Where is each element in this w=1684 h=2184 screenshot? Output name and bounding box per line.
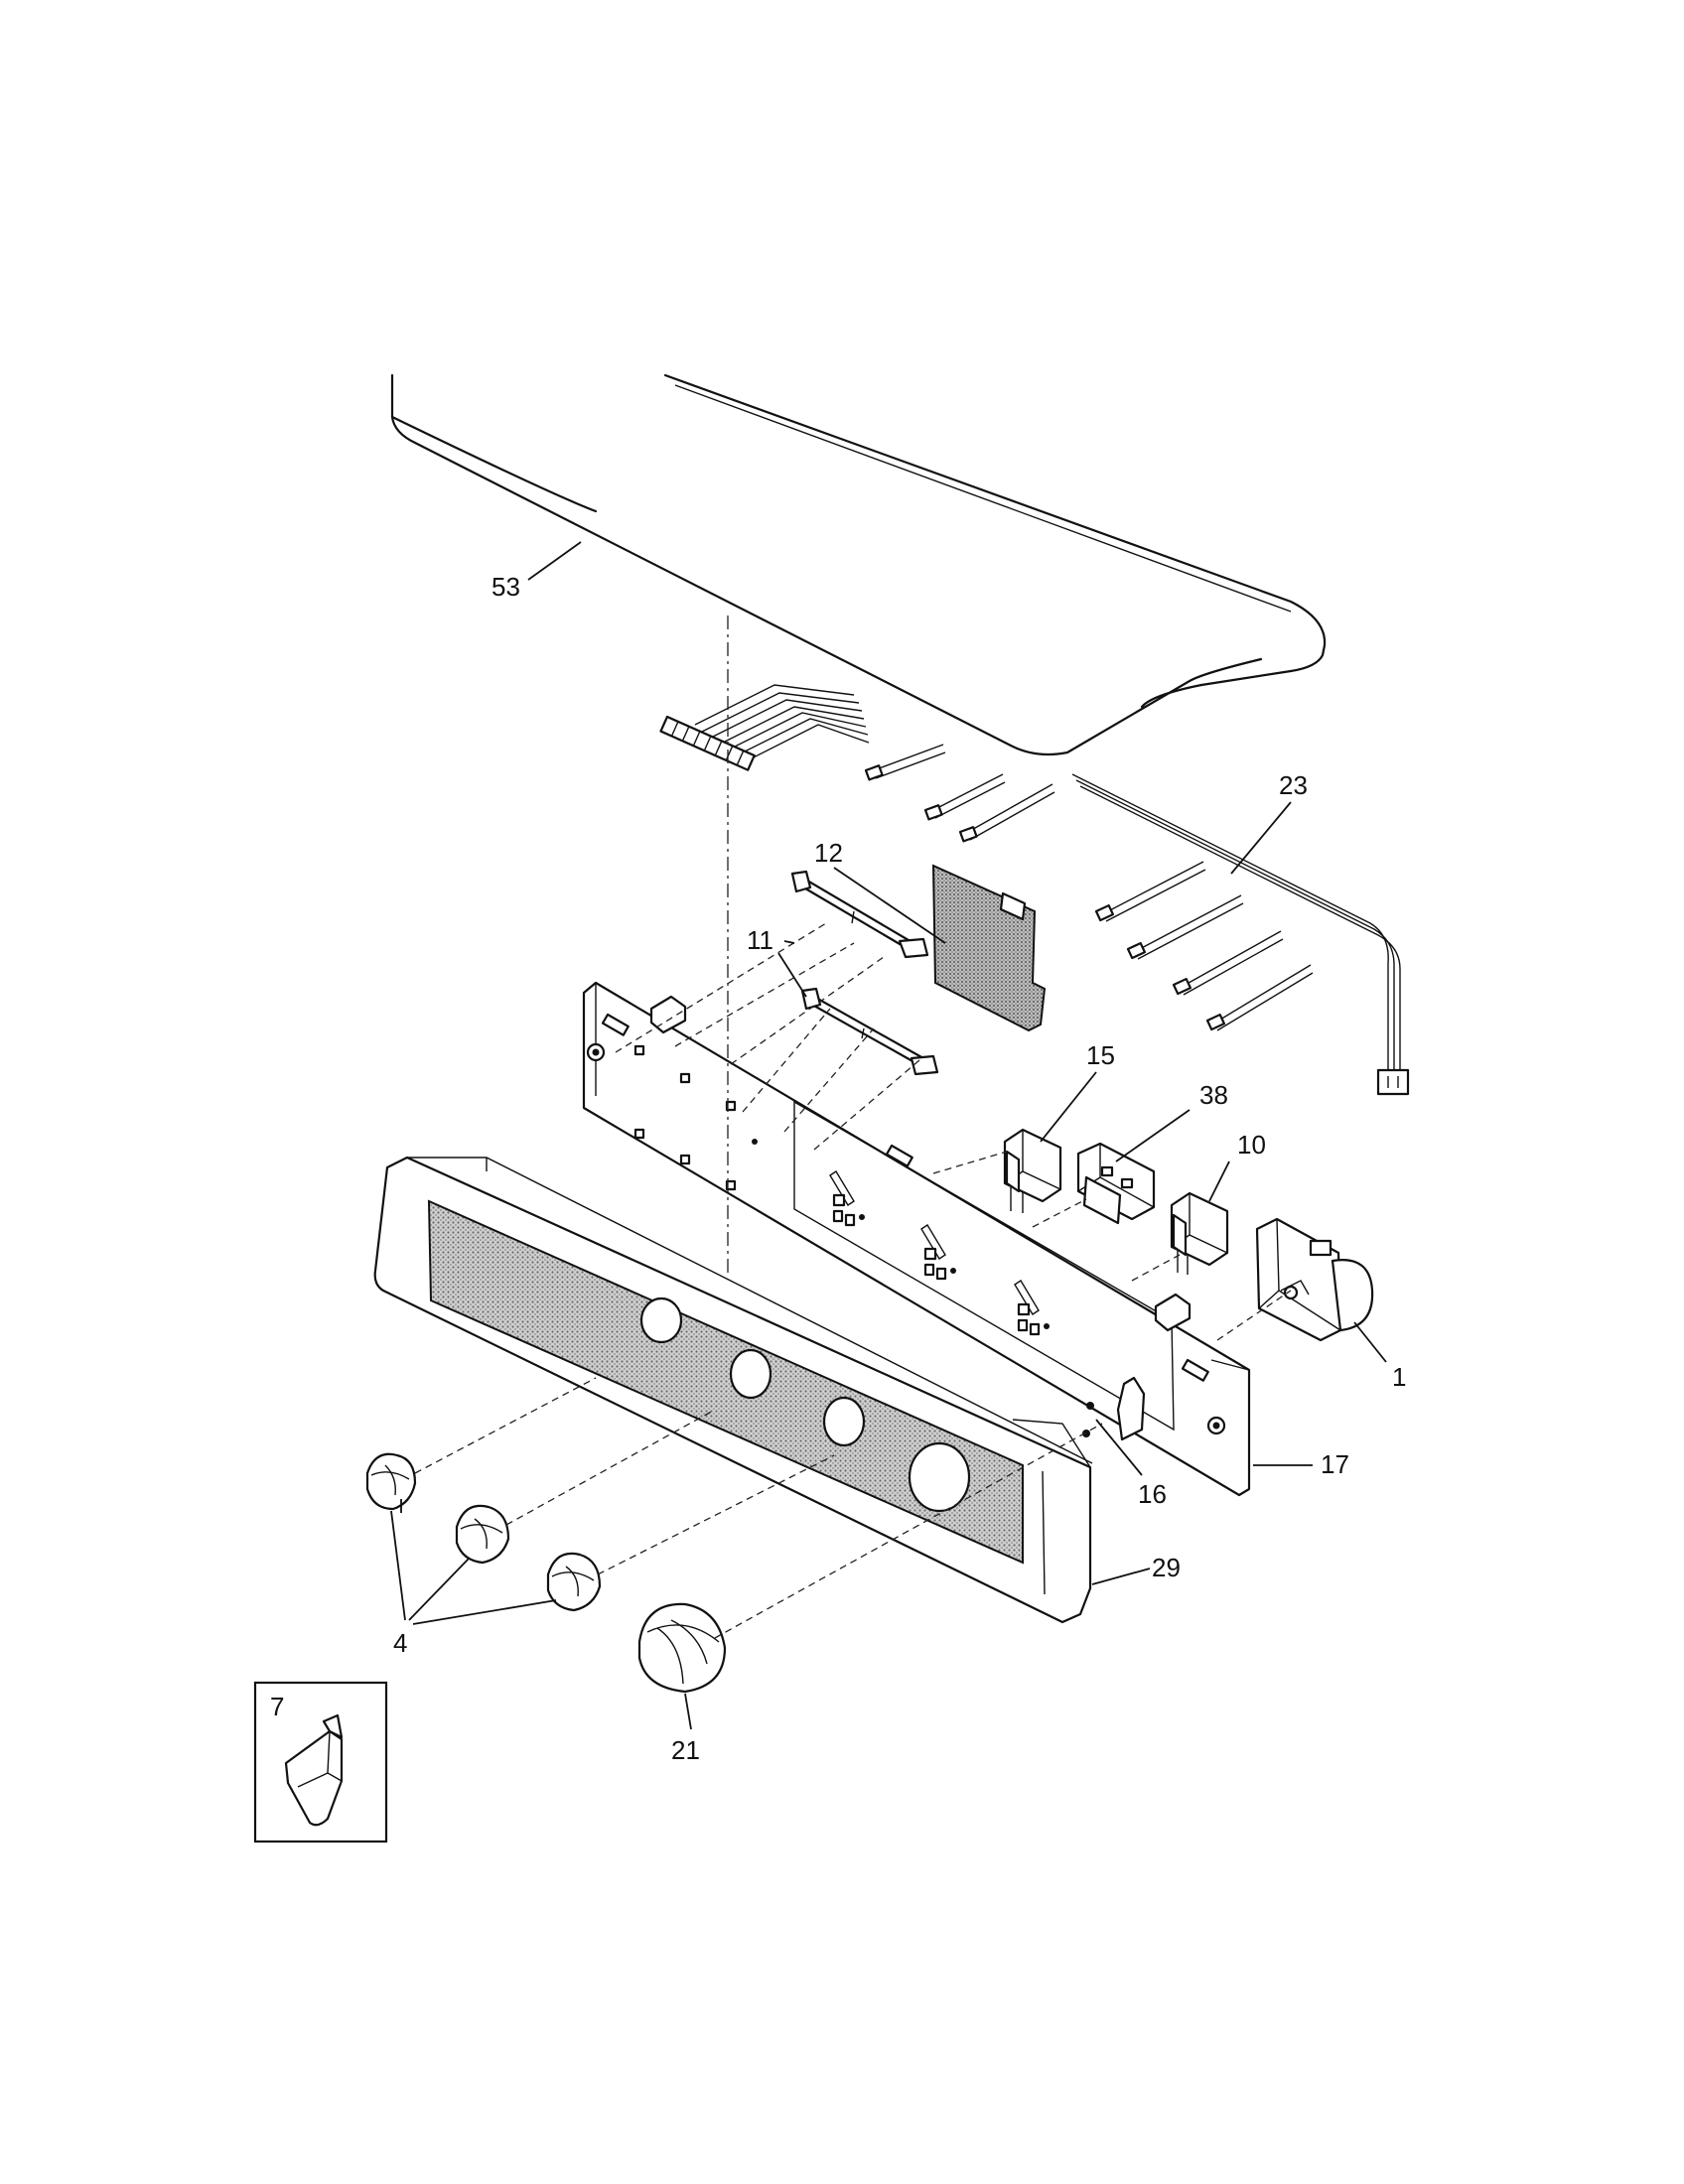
callout-23: 23 [1279,770,1308,800]
assembly-lines [414,615,1292,1639]
callout-10: 10 [1237,1130,1266,1160]
knob-part-4-c [546,1552,602,1612]
timer-part-1 [1255,1217,1374,1342]
callout-17: 17 [1321,1449,1349,1479]
callout-15: 15 [1086,1040,1115,1070]
switch-mount-left [829,1170,865,1227]
callout-7: 7 [270,1692,284,1721]
knob-part-21 [637,1602,727,1694]
callout-12: 12 [814,838,843,868]
wire-leads [864,744,1055,843]
callout-11: 11 [747,925,773,955]
callout-1: 1 [1392,1362,1406,1392]
knob-part-4-b [455,1504,510,1565]
control-board-part-12 [931,864,1047,1032]
callout-4: 4 [393,1628,407,1658]
callout-53: 53 [491,572,520,602]
switch-part-10 [1170,1191,1229,1275]
wire-harness-connector [659,684,870,771]
leader-lines [390,541,1387,1730]
front-panel-part-29 [373,1156,1093,1624]
switch-part-38 [1076,1142,1156,1225]
switch-mount-center [920,1224,956,1281]
switch-mount-right [1014,1280,1050,1336]
wiring-harness-part-23 [1071,773,1410,1096]
callout-38: 38 [1199,1080,1228,1110]
top-cover-part-53 [390,373,1327,756]
callout-21: 21 [671,1735,700,1765]
board-bracket-part-11-upper [790,870,929,959]
control-panel-part-17 [582,981,1251,1497]
callout-16: 16 [1138,1479,1167,1509]
callout-labels: 53 23 12 11 15 38 10 1 17 16 29 4 7 21 [270,572,1406,1765]
inset-box-part-7 [253,1681,388,1843]
callout-29: 29 [1152,1553,1181,1582]
knob-part-4-a [365,1452,417,1511]
switch-part-15 [1003,1128,1062,1213]
board-bracket-part-11-lower [800,987,939,1076]
